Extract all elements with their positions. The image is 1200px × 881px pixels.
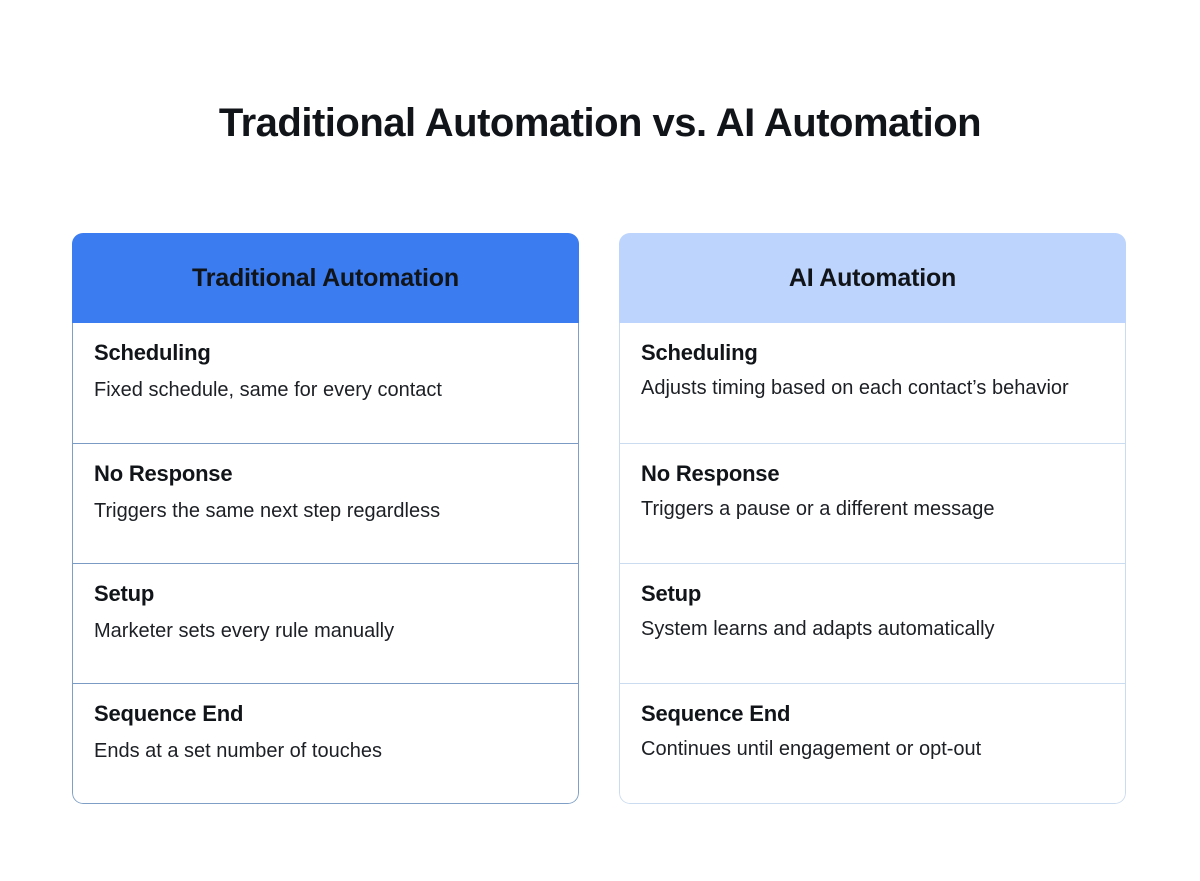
comparison-columns: Traditional Automation Scheduling Fixed … <box>72 233 1126 804</box>
column-body-ai: Scheduling Adjusts timing based on each … <box>619 323 1126 804</box>
row-term: Sequence End <box>641 701 791 726</box>
row-term: No Response <box>94 461 233 486</box>
column-body-traditional: Scheduling Fixed schedule, same for ever… <box>72 323 579 804</box>
comparison-row: No Response Triggers the same next step … <box>73 443 578 563</box>
comparison-column-traditional: Traditional Automation Scheduling Fixed … <box>72 233 579 804</box>
row-term: No Response <box>641 461 780 486</box>
comparison-row: No Response Triggers a pause or a differ… <box>620 443 1125 563</box>
comparison-row: Sequence End Continues until engagement … <box>620 683 1125 803</box>
comparison-row: Sequence End Ends at a set number of tou… <box>73 683 578 803</box>
row-term: Scheduling <box>94 340 211 365</box>
comparison-row: Setup System learns and adapts automatic… <box>620 563 1125 683</box>
row-description: Continues until engagement or opt-out <box>641 737 982 760</box>
comparison-column-ai: AI Automation Scheduling Adjusts timing … <box>619 233 1126 804</box>
row-description: Fixed schedule, same for every contact <box>94 378 442 401</box>
row-description: Adjusts timing based on each contact’s b… <box>641 376 1069 399</box>
row-description: Triggers a pause or a different message <box>641 497 995 520</box>
column-header-traditional: Traditional Automation <box>72 233 579 323</box>
page-title: Traditional Automation vs. AI Automation <box>218 100 982 145</box>
row-term: Scheduling <box>641 340 758 365</box>
column-header-ai: AI Automation <box>619 233 1126 323</box>
comparison-row: Setup Marketer sets every rule manually <box>73 563 578 683</box>
comparison-row: Scheduling Adjusts timing based on each … <box>620 323 1125 443</box>
row-description: Marketer sets every rule manually <box>94 619 395 642</box>
row-description: Ends at a set number of touches <box>94 739 382 762</box>
comparison-row: Scheduling Fixed schedule, same for ever… <box>73 323 578 443</box>
row-description: Triggers the same next step regardless <box>94 499 441 522</box>
row-term: Setup <box>641 581 702 606</box>
row-term: Sequence End <box>94 701 244 726</box>
row-description: System learns and adapts automatically <box>641 617 995 640</box>
row-term: Setup <box>94 581 155 606</box>
